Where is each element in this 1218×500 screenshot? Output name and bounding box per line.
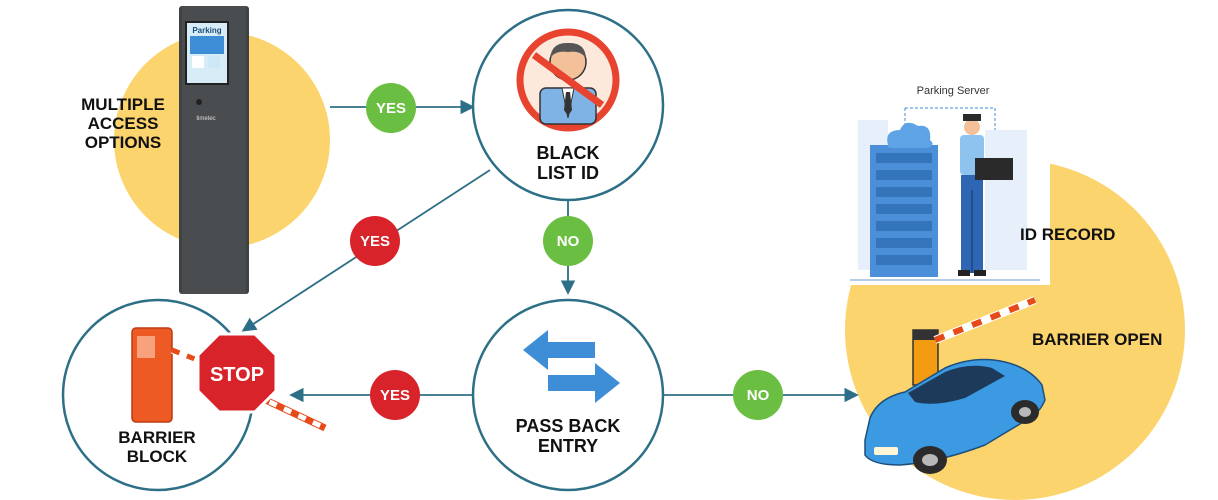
barrier-block-label: BARRIER BLOCK <box>118 428 196 467</box>
barrier-open-label: BARRIER OPEN <box>1032 330 1163 349</box>
parking-server-label: Parking Server <box>916 85 990 97</box>
kiosk-screen-brand: Parking <box>192 26 221 35</box>
badge-no-blacklist-passback: NO <box>543 216 593 266</box>
kiosk-icon: timetec Parking <box>179 6 249 294</box>
passback-node <box>471 298 665 492</box>
arrow-right-icon <box>548 363 620 403</box>
badge-yes-blacklist-block: YES <box>350 216 400 266</box>
barrier-open-icon <box>912 296 1037 386</box>
stop-sign-text: STOP <box>210 364 264 386</box>
passback-label: PASS BACK ENTRY <box>515 416 621 457</box>
multiple-access-label: MULTIPLE ACCESS OPTIONS <box>81 95 165 153</box>
kiosk-body-brand: timetec <box>196 116 215 122</box>
server-icon <box>850 107 1040 281</box>
badge-yes-passback-block: YES <box>370 370 420 420</box>
car-icon <box>864 358 1046 474</box>
blacklist-label: BLACK LIST ID <box>536 143 600 184</box>
badge-no-passback-open: NO <box>733 370 783 420</box>
badge-yes-access-blacklist: YES <box>366 83 416 133</box>
id-record-label: ID RECORD <box>1020 225 1116 244</box>
cloud-icon <box>887 122 933 148</box>
barrier-block-node: STOP <box>61 298 327 492</box>
stop-sign-icon <box>196 332 278 414</box>
blacklist-node <box>471 8 665 202</box>
arrow-left-icon <box>523 330 595 370</box>
